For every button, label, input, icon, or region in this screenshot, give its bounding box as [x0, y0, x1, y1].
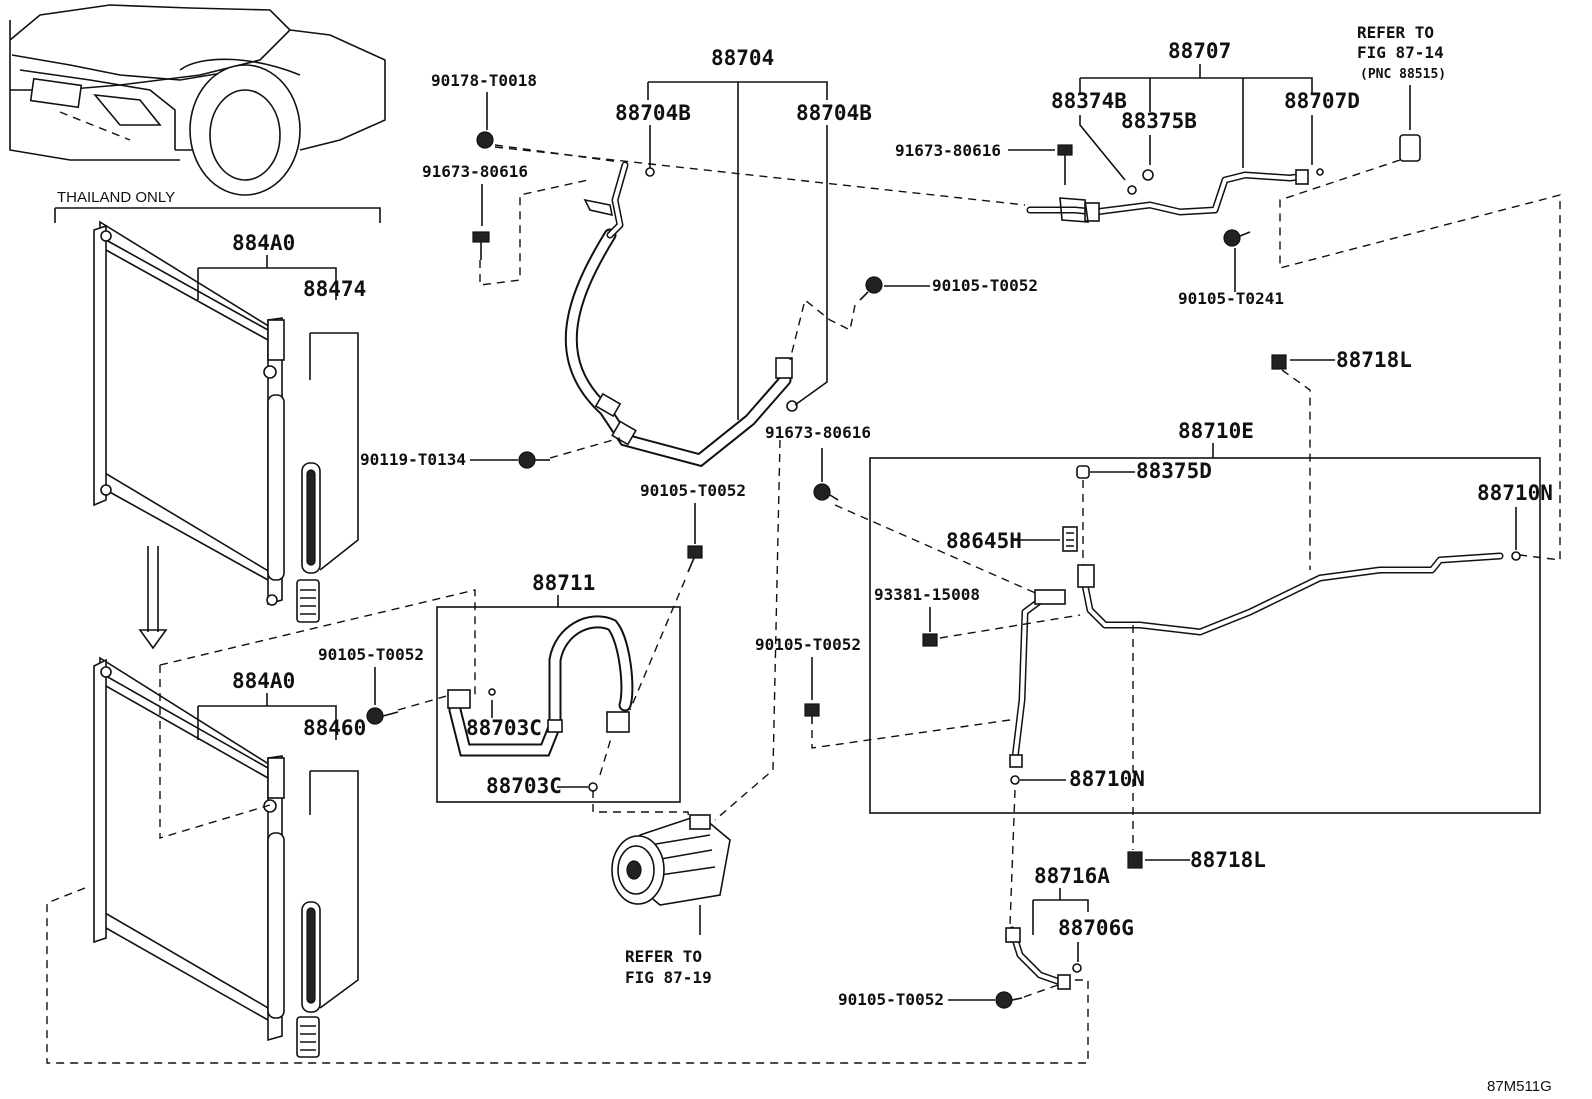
bracket-884A0-bottom: 884A0 88460	[197, 669, 366, 1009]
dashed-loop-condenser	[159, 589, 476, 839]
box-88711: 88711 88703C 88703C	[436, 571, 681, 803]
label-91673-80616-a: 91673-80616	[422, 162, 528, 181]
fastener-90105-T0052-a: 90105-T0052	[789, 276, 1038, 361]
valve-88645H: 88645H	[946, 526, 1078, 553]
refer-compressor-line2: FIG 87-19	[625, 968, 712, 987]
label-88707: 88707	[1168, 39, 1231, 63]
suction-pipe-88710E	[1009, 551, 1521, 785]
label-88374B: 88374B	[1051, 89, 1127, 113]
label-88707D: 88707D	[1284, 89, 1360, 113]
refer-fig-87-14: REFER TO FIG 87-14 (PNC 88515)	[1279, 23, 1561, 561]
dashed-loop-bottom	[46, 887, 1089, 1064]
label-90105-T0052-b: 90105-T0052	[640, 481, 746, 500]
dashed-liquid-hose-to-compressor	[592, 790, 691, 829]
refer-top-line1: REFER TO	[1357, 23, 1434, 42]
label-88645H: 88645H	[946, 529, 1022, 553]
label-91673-80616-c: 91673-80616	[765, 423, 871, 442]
label-88704B-right: 88704B	[796, 101, 872, 125]
refer-compressor-line1: REFER TO	[625, 947, 702, 966]
bracket-88707: 88707 88374B 88375B 88707D	[1051, 39, 1360, 181]
label-90105-T0052-d: 90105-T0052	[318, 645, 424, 664]
fastener-91673-80616-b: 91673-80616	[494, 141, 1073, 206]
fastener-90178-T0018: 90178-T0018	[431, 71, 621, 163]
label-91673-80616-b: 91673-80616	[895, 141, 1001, 160]
label-90105-T0052-c: 90105-T0052	[755, 635, 861, 654]
pipe-88716A: 88716A 88706G	[1005, 789, 1134, 990]
fastener-90105-T0052-e: 90105-T0052	[838, 984, 1059, 1009]
label-88703C-a: 88703C	[466, 716, 542, 740]
vehicle-front-illustration	[9, 4, 386, 196]
refer-top-line3: (PNC 88515)	[1360, 67, 1446, 82]
label-88711: 88711	[532, 571, 595, 595]
label-88474: 88474	[303, 277, 366, 301]
label-88710E: 88710E	[1178, 419, 1254, 443]
label-88710N-bottom-group: 88710N	[1020, 767, 1145, 791]
arrow-down-icon	[138, 546, 168, 650]
condenser-assembly-top	[93, 220, 321, 623]
label-90105-T0052-e: 90105-T0052	[838, 990, 944, 1009]
label-88716A: 88716A	[1034, 864, 1110, 888]
fastener-91673-80616-a: 91673-80616	[422, 162, 589, 286]
fastener-90105-T0052-d: 90105-T0052	[318, 645, 451, 725]
fastener-90105-T0052-c: 90105-T0052	[755, 635, 1011, 749]
label-88718L-top: 88718L	[1336, 348, 1412, 372]
fastener-90105-T0241: 90105-T0241	[1178, 229, 1284, 308]
bracket-88704: 88704 88704B 88704B	[615, 46, 872, 420]
bracket-884A0-top: 884A0 88474	[197, 231, 366, 571]
label-88703C-b: 88703C	[486, 774, 562, 798]
box-88710E: 88710E	[869, 419, 1541, 814]
discharge-hose-88704	[564, 161, 798, 468]
label-88375D: 88375D	[1136, 459, 1212, 483]
label-88704B-left: 88704B	[615, 101, 691, 125]
clamp-88718L-top: 88718L	[1271, 348, 1412, 570]
thailand-only-note: THAILAND ONLY	[57, 189, 175, 206]
ac-compressor-illustration	[611, 814, 731, 935]
thailand-only-bracket: THAILAND ONLY	[54, 189, 381, 223]
suction-pipe-88707	[1026, 168, 1324, 223]
label-90119-T0134: 90119-T0134	[360, 450, 466, 469]
refer-top-line2: FIG 87-14	[1357, 43, 1444, 62]
label-88710N-right-group: 88710N	[1477, 481, 1553, 550]
label-88718L-bottom: 88718L	[1190, 848, 1266, 872]
label-93381-15008: 93381-15008	[874, 585, 980, 604]
label-90105-T0241: 90105-T0241	[1178, 289, 1284, 308]
label-88710N-right: 88710N	[1477, 481, 1553, 505]
condenser-assembly-bottom	[93, 656, 321, 1058]
label-88704: 88704	[711, 46, 774, 70]
label-88460: 88460	[303, 716, 366, 740]
figure-code: 87M511G	[1487, 1078, 1552, 1095]
clip-88375D: 88375D	[1076, 459, 1212, 565]
fastener-90119-T0134: 90119-T0134	[360, 437, 621, 469]
label-90105-T0052-a: 90105-T0052	[932, 276, 1038, 295]
fastener-91673-80616-c: 91673-80616	[765, 423, 1041, 596]
label-90178-T0018: 90178-T0018	[431, 71, 537, 90]
label-88706G: 88706G	[1058, 916, 1134, 940]
label-88375B: 88375B	[1121, 109, 1197, 133]
label-884A0-top: 884A0	[232, 231, 295, 255]
fastener-90105-T0052-b: 90105-T0052	[629, 481, 746, 711]
refer-fig-87-19: REFER TO FIG 87-19	[625, 947, 712, 987]
label-884A0-bottom: 884A0	[232, 669, 295, 693]
dashed-hose-to-compressor	[714, 439, 781, 821]
fastener-93381-15008: 93381-15008	[874, 585, 1081, 647]
label-88710N-bottom: 88710N	[1069, 767, 1145, 791]
clamp-88718L-bottom: 88718L	[1127, 625, 1266, 872]
